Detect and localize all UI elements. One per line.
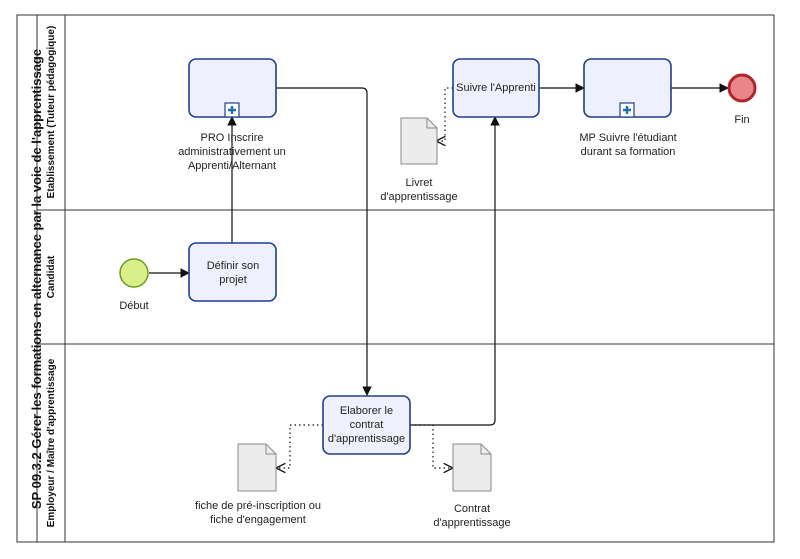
data-object-livret[interactable] [400,117,438,165]
start-event[interactable] [119,258,149,288]
pool-title: SP 09.3.2 Gérer les formations en altern… [29,48,44,510]
end-event[interactable] [727,73,757,103]
task-elaborer-contrat[interactable] [322,395,411,455]
data-object-fiche[interactable] [237,443,277,492]
flow-inscrire-to-elaborer[interactable] [276,87,372,396]
data-object-contrat[interactable] [452,443,492,492]
start-event-label: Début [119,300,149,312]
lane-label-employeur: Employeur / Maître d'apprentissage [46,358,57,528]
assoc-elaborer-to-fiche[interactable] [277,424,323,468]
task-suivre-apprenti[interactable] [452,58,540,118]
assoc-suivre-to-livret[interactable] [437,87,453,141]
subprocess-inscrire-label: PRO Inscrire administrativement un Appre… [178,132,286,172]
subprocess-mp-suivre-label: MP Suivre l'étudiant durant sa formation [579,132,677,158]
lane-label-candidat: Candidat [46,255,57,299]
subprocess-inscrire-plus-glyph [228,106,236,114]
data-object-contrat-label: Contrat d'apprentissage [433,503,511,529]
lane-label-etablissement: Etablissement (Tuteur pédagogique) [46,25,57,199]
data-object-livret-label: Livret d'apprentissage [380,177,458,203]
task-definir-projet[interactable] [188,242,277,302]
data-object-livret-fold [426,118,437,129]
flow-elaborer-to-suivre[interactable] [410,116,500,426]
pool-border [16,14,775,543]
data-object-contrat-fold [480,444,491,455]
task-suivre-label: Suivre l'Apprenti [456,82,536,94]
task-definir-label: Définir son projet [206,260,260,286]
assoc-elaborer-to-contrat[interactable] [410,424,452,468]
subprocess-mp-suivre-plus-glyph [623,106,631,114]
data-object-fiche-fold [265,444,276,455]
end-event-label: Fin [734,114,750,126]
data-object-fiche-label: fiche de pré-inscription ou fiche d'enga… [195,500,321,526]
task-elaborer-label: Elaborer le contrat d'apprentissage [327,405,406,445]
